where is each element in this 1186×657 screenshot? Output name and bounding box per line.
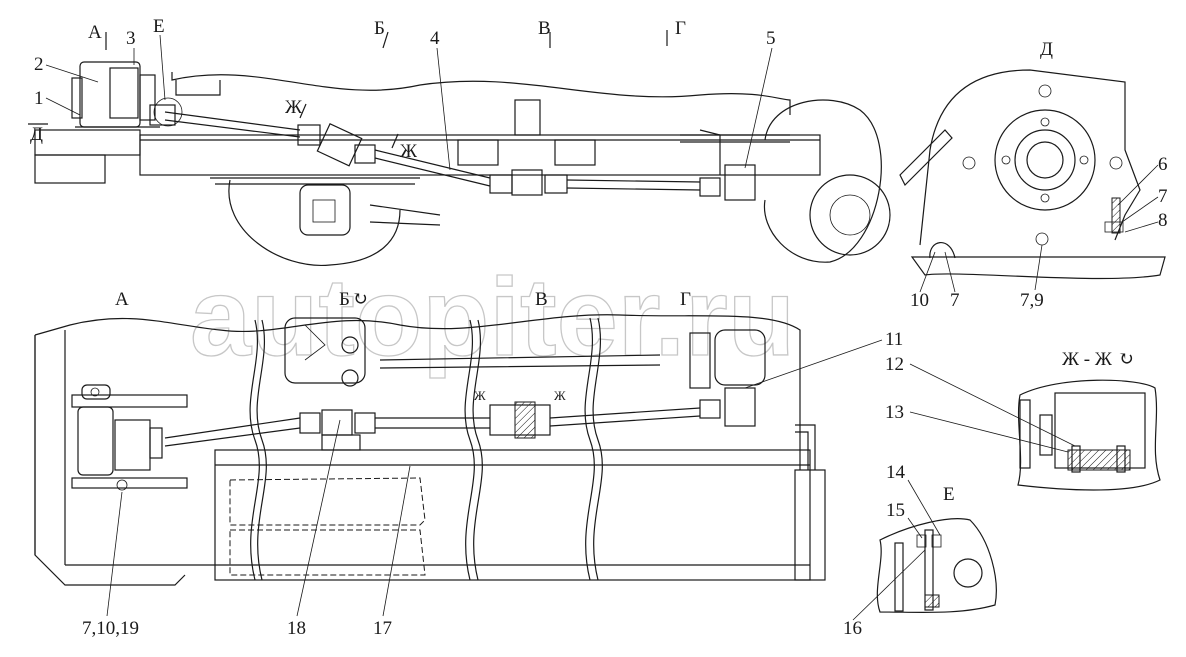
frame-rail: [139, 134, 821, 176]
tire-outline-2: [229, 529, 426, 576]
detail-e-title: Е: [943, 484, 955, 505]
tire-outline-1: [229, 477, 426, 526]
plan-view-a: А: [115, 289, 129, 310]
plan-section-zh-2: Ж: [554, 388, 566, 403]
view-arrow-v: В: [538, 18, 551, 39]
callout-16: 16: [843, 618, 862, 639]
view-arrow-a: А: [88, 22, 102, 43]
axle-housing: [284, 317, 366, 384]
break-line-2: [464, 319, 475, 581]
plan-frame-outline: [34, 314, 801, 470]
callout-10-d: 10: [910, 290, 929, 311]
pulley: [689, 332, 711, 389]
callout-12-plan: 12: [885, 354, 904, 375]
plan-view-v: В: [535, 289, 548, 310]
section-mark-zh-1: Ж: [285, 97, 303, 118]
wheel: [763, 99, 882, 263]
callout-1: 1: [34, 88, 44, 109]
callout-5: 5: [766, 28, 776, 49]
break-line-3: [584, 317, 595, 581]
rotation-icon: ↻: [352, 289, 368, 310]
shaft-2: [374, 149, 491, 187]
watermark: autopiter.ru: [190, 256, 795, 379]
section-zh: [1017, 379, 1161, 491]
pump-mount-bottom: [71, 477, 188, 489]
view-d-title: Д: [1040, 39, 1053, 60]
plan-view-g: Г: [680, 289, 691, 310]
pump-mount-top: [71, 394, 188, 408]
detail-mark-e: Е: [153, 16, 165, 37]
intermediate-support: [321, 409, 353, 436]
pump-5: [724, 164, 756, 201]
callout-8: 8: [1158, 210, 1168, 231]
callout-11: 11: [885, 329, 903, 350]
frame-outline: [171, 72, 791, 115]
callout-7-d: 7: [1158, 186, 1168, 207]
callout-18: 18: [287, 618, 306, 639]
view-arrow-d: Д: [30, 124, 43, 145]
plan-view-b: Б: [339, 289, 350, 310]
break-line-1: [249, 319, 260, 581]
frame-long-member: [214, 449, 811, 581]
plan-section-zh-1: Ж: [474, 388, 486, 403]
gearbox-housing: [919, 69, 1141, 246]
callout-7-9: 7,9: [1020, 290, 1044, 311]
pump-housing: [77, 406, 114, 476]
callout-13: 13: [885, 402, 904, 423]
callout-15: 15: [886, 500, 905, 521]
callout-17: 17: [373, 618, 392, 639]
callout-2: 2: [34, 54, 44, 75]
view-arrow-g: Г: [675, 18, 686, 39]
plan-shaft-1: [164, 417, 301, 447]
section-mark-zh-2: Ж: [400, 141, 418, 162]
shaft-1: [164, 111, 301, 138]
callout-7-d-2: 7: [950, 290, 960, 311]
joint: [149, 104, 176, 126]
view-d: [899, 69, 1166, 280]
callout-4: 4: [430, 28, 440, 49]
callout-3: 3: [126, 28, 136, 49]
callout-14: 14: [886, 462, 906, 483]
plan-shaft-2: [375, 417, 490, 429]
base-plate: [910, 256, 1166, 280]
pump-plan-5: [724, 387, 756, 427]
view-arrow-b: Б: [374, 18, 385, 39]
section-zh-title: Ж - Ж: [1062, 349, 1113, 370]
plan-view: [34, 314, 826, 586]
section-rotation-icon: ↻: [1118, 349, 1134, 370]
callout-6: 6: [1158, 154, 1168, 175]
detail-e: [876, 518, 997, 614]
callout-7-10-19: 7,10,19: [82, 618, 139, 639]
side-view: [34, 61, 891, 266]
